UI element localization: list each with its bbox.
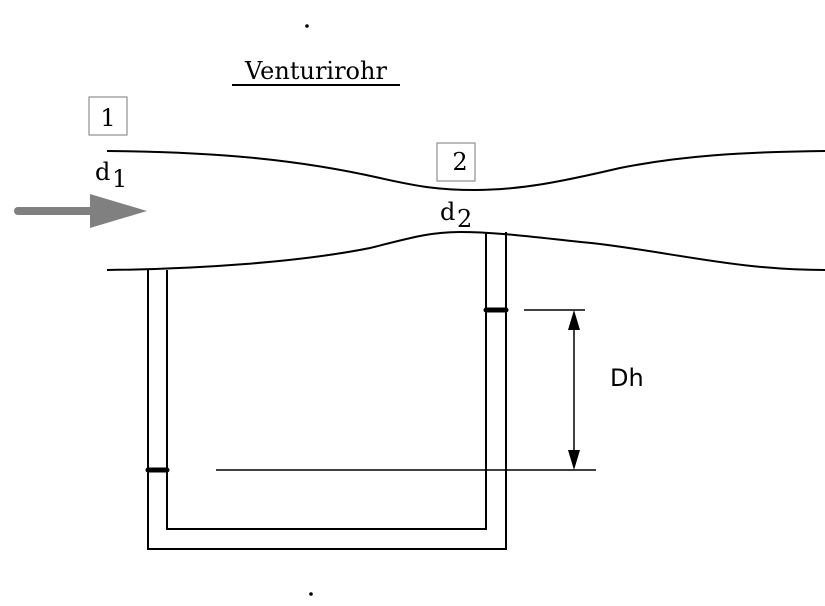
- manometer-outer-wall: [147, 232, 507, 550]
- d2-symbol: d: [440, 198, 455, 226]
- height-difference-label: Dh: [610, 364, 644, 392]
- diagram-title: Venturirohr: [244, 57, 387, 85]
- pipe-upper-wall: [106, 150, 825, 192]
- top-dot: [305, 24, 309, 28]
- height-difference-dimension: [568, 310, 580, 470]
- d1-label: d 1: [95, 158, 127, 193]
- arrow-up-icon: [568, 310, 580, 330]
- arrow-down-icon: [568, 450, 580, 470]
- station-2-marker: 2: [436, 142, 476, 182]
- d2-subscript: 2: [457, 205, 472, 233]
- station-2-label: 2: [452, 148, 467, 176]
- station-1-marker: 1: [88, 96, 128, 136]
- flow-arrow-icon: [14, 194, 147, 228]
- station-1-label: 1: [100, 104, 115, 132]
- u-tube-manometer: [145, 232, 509, 550]
- station-2-box: [436, 142, 476, 182]
- d1-symbol: d: [95, 158, 110, 186]
- pipe-lower-wall: [106, 230, 825, 271]
- d1-subscript: 1: [112, 165, 127, 193]
- manometer-inner-wall: [166, 232, 487, 530]
- bottom-dot: [309, 592, 313, 596]
- d2-label: d 2: [440, 198, 472, 233]
- station-1-box: [88, 96, 128, 136]
